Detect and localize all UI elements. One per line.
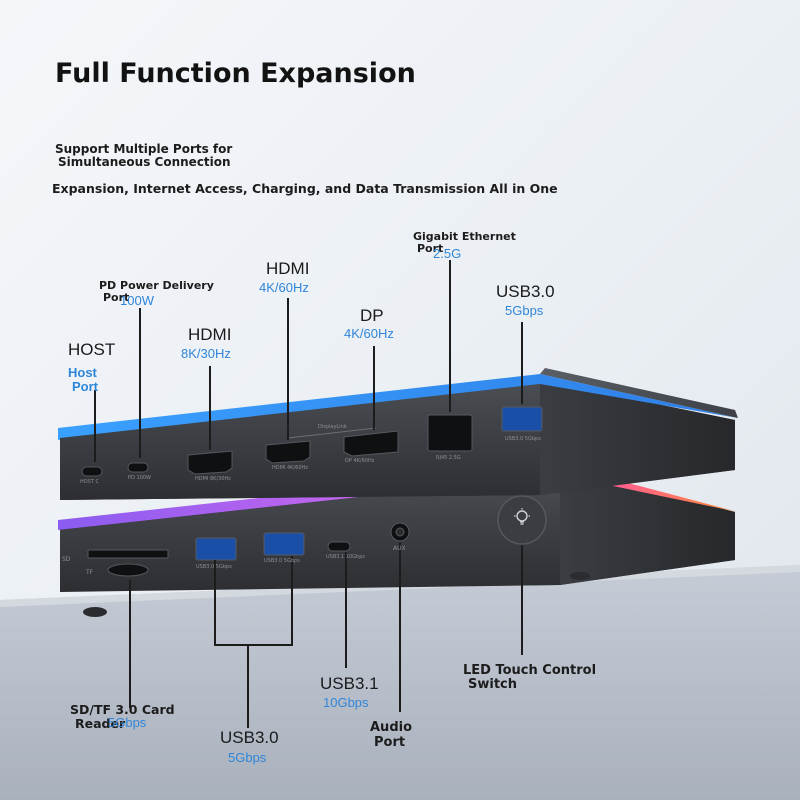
subheading-line2: Simultaneous Connection	[58, 155, 231, 169]
engraving-aux: AUX	[393, 545, 406, 552]
hdmi1-label: HDMI	[188, 325, 232, 344]
top-port-group	[81, 406, 543, 477]
dp-label: DP	[360, 306, 384, 325]
pd-spec: 100W	[120, 293, 154, 308]
usb30-pair-spec: 5Gbps	[228, 750, 267, 765]
leader-lines	[94, 260, 523, 728]
usb30-top-label: USB3.0	[496, 282, 555, 301]
led-label-line1: LED Touch Control	[463, 663, 597, 678]
ethernet-label-line1: Gigabit Ethernet	[413, 230, 516, 243]
usb31-spec: 10Gbps	[323, 695, 369, 710]
bottom-port-group	[87, 522, 410, 577]
tagline: Expansion, Internet Access, Charging, an…	[52, 181, 558, 196]
usb30-pair-label: USB3.0	[220, 728, 279, 747]
audio-label-line2: Port	[374, 735, 406, 750]
hdmi2-spec: 4K/60Hz	[259, 280, 309, 295]
page-title: Full Function Expansion	[55, 58, 416, 89]
usb30-top-spec: 5Gbps	[505, 303, 544, 318]
card-reader-label-line2: Reader	[75, 716, 126, 731]
engraving-usb30-b: USB3.0 5Gbps	[264, 558, 300, 564]
host-spec-line2: Port	[72, 379, 98, 394]
engraving-usb30-top: USB3.0 5Gbps	[505, 436, 541, 442]
engraving-displaylink: DisplayLink	[318, 424, 347, 430]
ethernet-label-line2: Port	[417, 242, 444, 255]
pd-label-line1: PD Power Delivery	[99, 279, 214, 292]
engraving-usb31: USB3.1 10Gbps	[326, 554, 365, 560]
host-label: HOST	[68, 340, 116, 359]
lightbulb-icon	[514, 508, 530, 525]
hdmi1-spec: 8K/30Hz	[181, 346, 231, 361]
engraving-host: HOST C	[80, 479, 100, 485]
engraving-hdmi2: HDMI 4K/60Hz	[272, 465, 308, 471]
engraving-pd: PD 100W	[128, 475, 151, 481]
ethernet-spec: 2.5G	[433, 246, 462, 261]
host-spec-line1: Host	[68, 365, 97, 380]
card-reader-spec: 5Gbps	[108, 715, 147, 730]
hdmi2-label: HDMI	[266, 259, 310, 278]
dp-spec: 4K/60Hz	[344, 326, 394, 341]
engraving-hdmi1: HDMI 8K/30Hz	[195, 476, 231, 482]
engraving-sd: SD	[62, 556, 71, 563]
pd-label-line2: Port	[103, 291, 130, 304]
card-reader-label-line1: SD/TF 3.0 Card	[70, 702, 175, 717]
engraving-tf: TF	[86, 569, 94, 576]
engraving-usb30-a: USB3.0 5Gbps	[196, 564, 232, 570]
led-label-line2: Switch	[468, 677, 518, 692]
audio-label-line1: Audio	[370, 720, 413, 735]
engraving-ethernet: RJ45 2.5G	[436, 455, 461, 461]
usb31-label: USB3.1	[320, 674, 379, 693]
engraving-dp: DP 4K/60Hz	[345, 458, 375, 464]
subheading-line1: Support Multiple Ports for	[55, 142, 233, 156]
